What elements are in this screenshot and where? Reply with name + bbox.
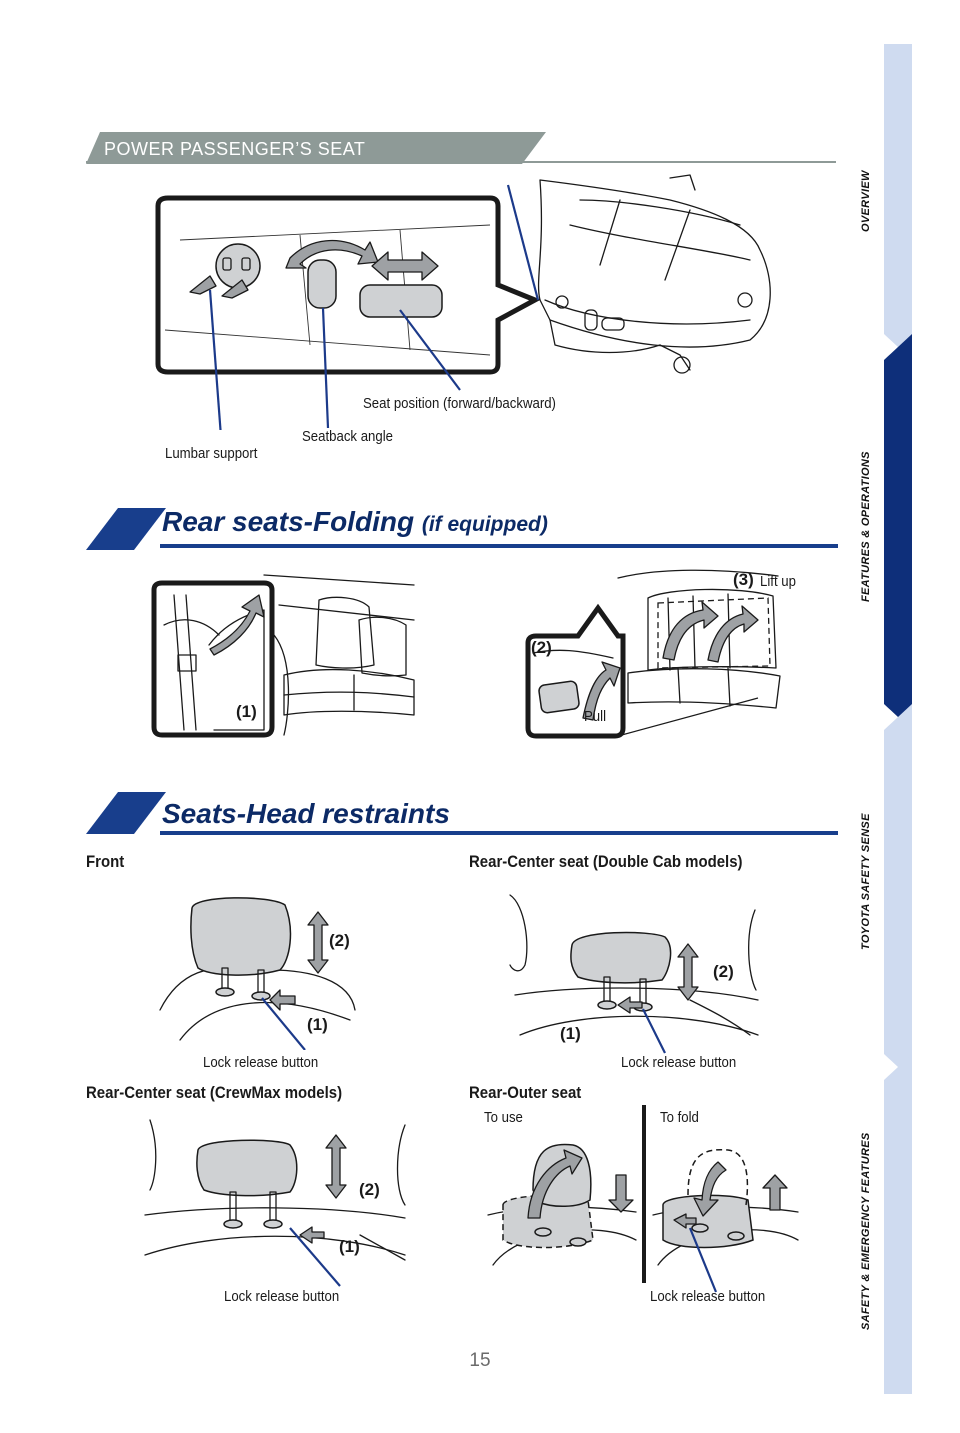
- side-nav-label-overview[interactable]: OVERVIEW: [860, 170, 872, 232]
- double-cab-lock-release-label: Lock release button: [621, 1054, 737, 1071]
- double-cab-head-restraint-illustration: [509, 894, 759, 1054]
- controls-callout: [155, 195, 541, 375]
- side-nav-label-features[interactable]: FEATURES & OPERATIONS: [860, 451, 872, 602]
- up-down-arrow-icon: [677, 943, 699, 1001]
- pull-arrow-icon: [582, 661, 621, 721]
- push-arrow-icon: [299, 1226, 325, 1244]
- double-cab-heading: Rear-Center seat (Double Cab models): [469, 852, 743, 871]
- lift-arrow-icon: [707, 605, 759, 663]
- up-arrow-icon: [762, 1174, 788, 1211]
- seatback-curved-arrow-icon: [285, 239, 379, 269]
- crewmax-lock-release-label: Lock release button: [224, 1288, 340, 1305]
- release-arrow-icon: [209, 594, 265, 656]
- power-seat-tab-label: POWER PASSENGER’S SEAT: [104, 139, 366, 159]
- crewmax-head-restraint-illustration: [144, 1119, 406, 1287]
- page-number: 15: [469, 1350, 491, 1371]
- lumbar-arrow-icon: [221, 279, 249, 299]
- seat-position-label: Seat position (forward/backward): [363, 395, 556, 412]
- side-nav-label-tss[interactable]: TOYOTA SAFETY SENSE: [860, 813, 872, 950]
- push-arrow-icon: [269, 989, 296, 1011]
- step-3-label: (3): [733, 570, 754, 589]
- section-rule: [86, 161, 836, 163]
- front-step-2-label: (2): [329, 931, 350, 950]
- seatback-angle-label: Seatback angle: [302, 428, 394, 445]
- front-lock-release-label: Lock release button: [203, 1054, 319, 1071]
- step-2-label: (2): [531, 638, 552, 657]
- lumbar-support-label: Lumbar support: [165, 445, 258, 462]
- crewmax-step-1-label: (1): [339, 1237, 360, 1256]
- slide-double-arrow-icon: [371, 251, 439, 281]
- lift-arrow-icon: [662, 601, 719, 661]
- rear-folding-title-suffix: (if equipped): [421, 513, 548, 536]
- push-arrow-icon: [617, 996, 643, 1014]
- to-fold-label: To fold: [660, 1109, 699, 1126]
- crewmax-heading: Rear-Center seat (CrewMax models): [86, 1083, 343, 1102]
- rear-seat-folding-step1-illustration: [151, 574, 415, 738]
- side-nav-label-safety[interactable]: SAFETY & EMERGENCY FEATURES: [860, 1132, 872, 1330]
- raise-arrow-icon: [527, 1149, 583, 1219]
- seatback-switch: [307, 259, 337, 309]
- head-restraints-title: Seats-Head restraints: [162, 798, 450, 829]
- front-head-restraint-illustration: [159, 897, 356, 1050]
- to-use-label: To use: [484, 1109, 523, 1126]
- section-tab-shape: [86, 132, 546, 164]
- power-seat-illustration: [155, 174, 771, 430]
- section-rule: [160, 831, 838, 835]
- step-1-label: (1): [236, 702, 257, 721]
- side-nav: [884, 44, 912, 1394]
- outer-heading: Rear-Outer seat: [469, 1083, 582, 1102]
- side-nav-tab-tss[interactable]: [884, 704, 912, 1080]
- section-accent-icon: [86, 508, 166, 550]
- outer-head-restraint-illustration: [487, 1105, 799, 1293]
- double-cab-step-2-label: (2): [713, 962, 734, 981]
- section-rule: [160, 544, 838, 548]
- slide-switch: [359, 284, 443, 318]
- front-heading: Front: [86, 852, 125, 871]
- crewmax-step-2-label: (2): [359, 1180, 380, 1199]
- lumbar-arrow-icon: [189, 275, 217, 295]
- fold-arrow-icon: [693, 1161, 727, 1217]
- pull-label: Pull: [584, 708, 607, 725]
- outer-lock-release-label: Lock release button: [650, 1288, 766, 1305]
- section-accent-icon: [86, 792, 166, 834]
- rear-folding-title: Rear seats-Folding (if equipped): [162, 506, 548, 538]
- up-down-arrow-icon: [307, 911, 329, 974]
- rear-seat-folding-step2-illustration: [525, 569, 781, 739]
- up-down-arrow-icon: [325, 1134, 347, 1199]
- rear-folding-title-text: Rear seats-Folding: [162, 506, 415, 537]
- lift-up-label: Lift up: [760, 573, 796, 590]
- seat-drawing: [537, 174, 771, 374]
- side-nav-tab-safety[interactable]: [884, 1054, 912, 1394]
- double-cab-step-1-label: (1): [560, 1024, 581, 1043]
- down-arrow-icon: [608, 1174, 634, 1213]
- push-arrow-icon: [673, 1213, 697, 1229]
- side-nav-tab-overview[interactable]: [884, 44, 912, 360]
- front-step-1-label: (1): [307, 1015, 328, 1034]
- side-nav-tab-features[interactable]: [884, 334, 912, 730]
